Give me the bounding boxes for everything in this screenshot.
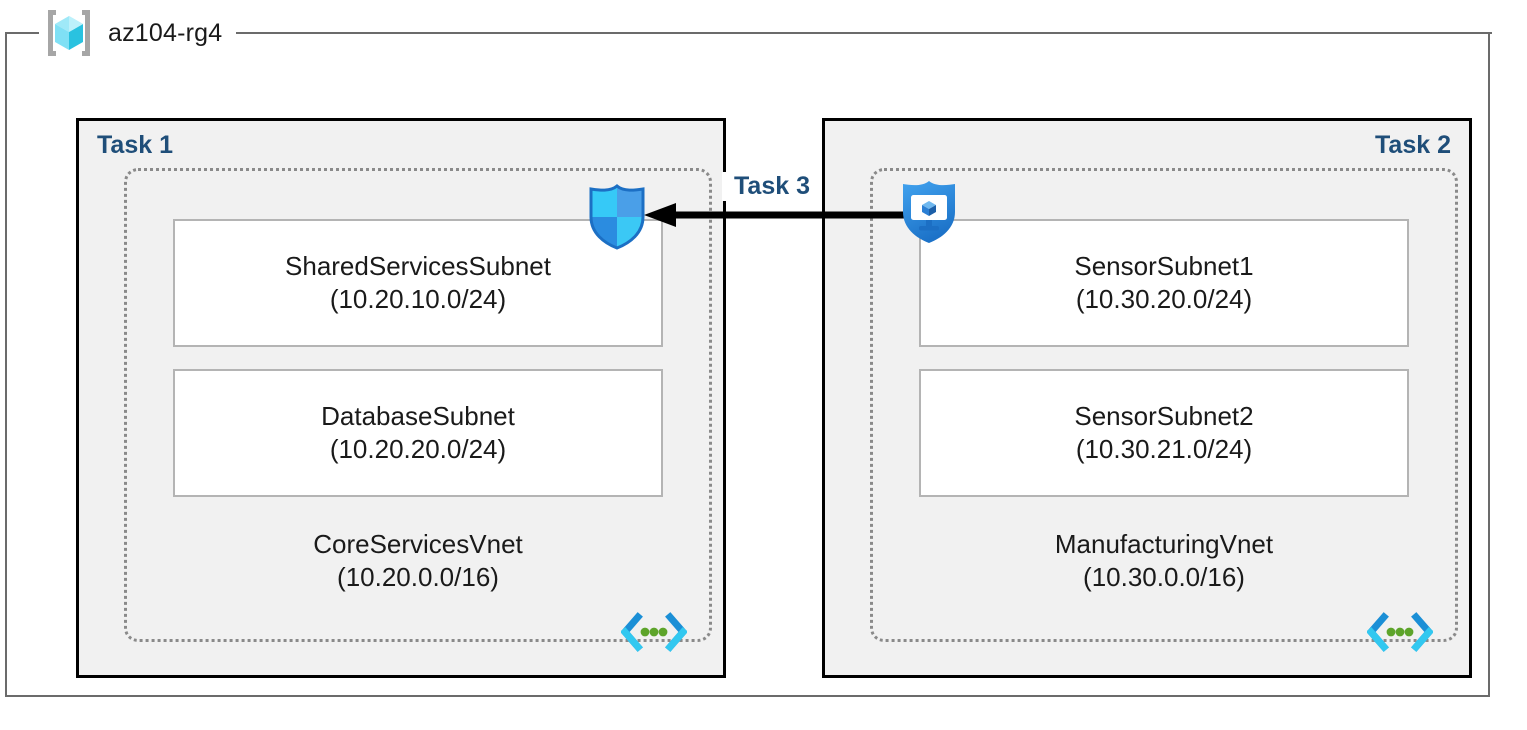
virtual-network-icon <box>621 612 687 652</box>
connector-arrow-icon <box>644 203 908 227</box>
subnet-cidr: (10.30.20.0/24) <box>1075 284 1253 314</box>
resource-group-frame-top-right <box>236 32 1492 34</box>
vnet-caption-manufacturing: ManufacturingVnet (10.30.0.0/16) <box>873 529 1455 593</box>
resource-group-cube-icon <box>48 10 90 56</box>
resource-group-header: az104-rg4 <box>42 4 233 62</box>
vnet-boundary-manufacturing: SensorSubnet1 (10.30.20.0/24) SensorSubn… <box>870 168 1458 652</box>
vnet-cidr: (10.30.0.0/16) <box>1083 561 1245 592</box>
task-2-label: Task 2 <box>1375 131 1451 159</box>
vnet-caption-coreservices: CoreServicesVnet (10.20.0.0/16) <box>127 529 709 593</box>
subnet-cidr: (10.30.21.0/24) <box>1075 434 1253 464</box>
subnet-sensor1[interactable]: SensorSubnet1 (10.30.20.0/24) <box>919 219 1409 347</box>
subnet-sensor2[interactable]: SensorSubnet2 (10.30.21.0/24) <box>919 369 1409 497</box>
task-3-label: Task 3 <box>722 172 822 201</box>
task-1-label: Task 1 <box>97 131 173 159</box>
subnet-name: SensorSubnet1 <box>1074 250 1254 281</box>
vnet-name: CoreServicesVnet <box>313 528 523 559</box>
network-watcher-monitor-shield-icon[interactable] <box>898 178 960 246</box>
subnet-cidr: (10.20.10.0/24) <box>329 284 507 314</box>
subnet-database[interactable]: DatabaseSubnet (10.20.20.0/24) <box>173 369 663 497</box>
vnet-name: ManufacturingVnet <box>1054 528 1274 559</box>
subnet-name: DatabaseSubnet <box>321 400 515 431</box>
subnet-sharedservices[interactable]: SharedServicesSubnet (10.20.10.0/24) <box>173 219 663 347</box>
network-security-group-shield-icon[interactable] <box>586 183 648 251</box>
subnet-name: SharedServicesSubnet <box>285 250 551 281</box>
resource-group-frame-top-left <box>5 32 39 34</box>
resource-group-frame <box>5 33 1490 697</box>
subnet-cidr: (10.20.20.0/24) <box>329 434 507 464</box>
virtual-network-icon <box>1367 612 1433 652</box>
resource-group-name: az104-rg4 <box>108 18 223 47</box>
vnet-cidr: (10.20.0.0/16) <box>337 561 499 592</box>
subnet-name: SensorSubnet2 <box>1074 400 1254 431</box>
vnet-boundary-coreservices: SharedServicesSubnet (10.20.10.0/24) Dat… <box>124 168 712 652</box>
